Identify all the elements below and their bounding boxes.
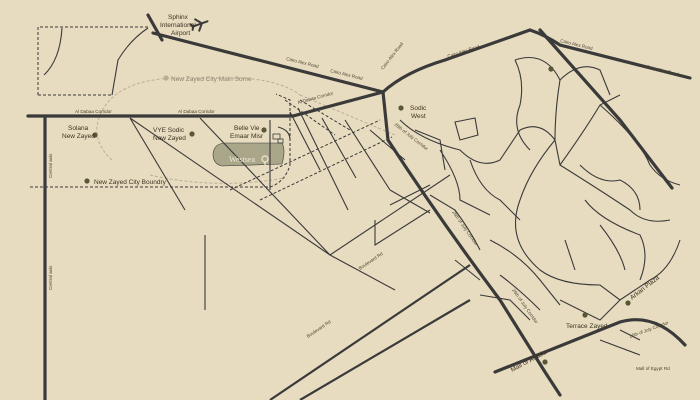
map-pin-icon [261,155,269,165]
road-label-dabaa-2: Al Dabaa Corridor [178,109,215,114]
road-label-central-2: Central axis [48,265,53,290]
building-icon [272,133,281,140]
location-dot-icon [625,300,631,306]
westsea-lake [212,142,285,167]
east-district-roads [399,56,681,356]
location-dot-icon [84,178,90,184]
road-label-dabaa-1: Al Dabaa Corridor [75,109,112,114]
label-arkan: Arkan Plaza [629,274,661,301]
east-diagonal-road [538,28,674,190]
location-dot-icon [582,312,588,318]
label-new-zayed-main: New Zayed City Main Some [171,76,252,83]
location-dot-icon [548,66,554,72]
label-airport-3: Airport [171,30,190,37]
location-dot-icon [542,359,548,365]
road-label-boulevard-2: Boulevard Rd [306,319,332,339]
road-label-cairo-alex-3: Cairo Alex Road [380,41,405,71]
road-label-cairo-alex-6: Cairo Alex Road [646,64,680,77]
26th-july-corridor [381,90,562,397]
airport-access-road [146,13,164,42]
label-vye-2: New Zayed [153,135,186,142]
road-label-central-1: Central axis [48,153,53,178]
label-sodic-west-2: West [411,113,426,120]
label-vye-1: VYE Sodic [153,127,185,134]
building-icon [277,138,284,144]
road-label-july-south: 26th of July Corridor [511,288,539,325]
local-roads [43,27,451,310]
road-label-dabaa-3: Al Dabaa Corridor [297,90,334,104]
airplane-icon [189,18,209,32]
label-airport-2: International [160,22,196,29]
label-boundary: New Zayed City Boundry [94,179,167,186]
label-belle-vie-2: Emaar Misr [230,133,264,140]
location-dot-icon [398,105,404,111]
label-westsea: Westsea [229,155,255,164]
new-zayed-boundary-dashed [30,26,291,188]
al-dabaa-corridor [26,90,385,118]
location-dot-icon [92,132,98,138]
road-label-cairo-alex-4: Cairo Alex Road [447,44,481,59]
southwest-diagonal-road [129,117,396,291]
label-solana-1: Solana [68,125,89,132]
road-label-boulevard-1: Boulevard Rd [358,251,384,271]
location-dot-icon [163,75,169,81]
label-belle-vie-1: Belle Vie [234,125,260,132]
south-diagonal-avenues [269,264,471,400]
diagonal-dashed-roads [229,99,393,201]
label-solana-2: New Zayed [62,133,95,140]
road-label-mall-egypt: Mall of Egypt Rd [636,366,670,371]
label-terrace: Terrace Zayed [566,323,608,330]
location-dot-icon [261,127,267,133]
label-sodic-west-1: Sodic [410,105,427,112]
label-airport-1: Sphinx [168,14,189,21]
location-dot-icon [189,131,195,137]
cairo-alex-road [151,28,692,94]
south-east-corridor [493,318,687,374]
